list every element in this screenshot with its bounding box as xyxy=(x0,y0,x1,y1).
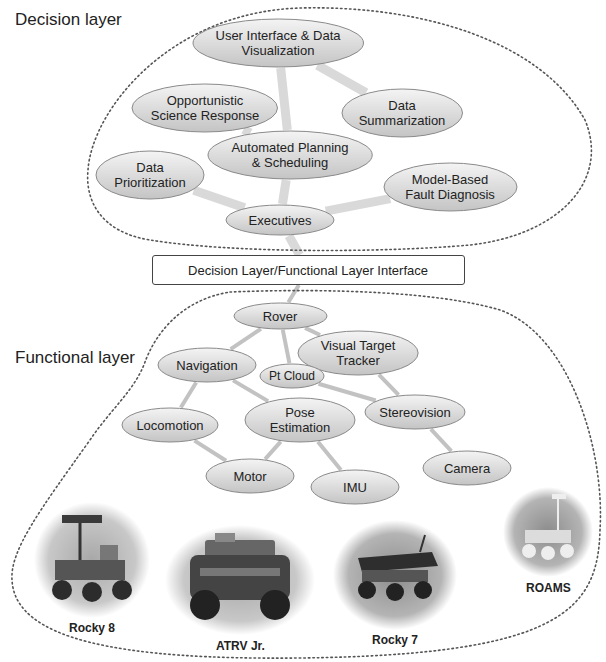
module-label: Model-Based Fault Diagnosis xyxy=(400,172,500,202)
robot-name: Rocky 7 xyxy=(370,633,420,647)
module-label: Rover xyxy=(263,309,298,324)
connector xyxy=(431,429,451,451)
module-ellipse: Camera xyxy=(422,450,512,486)
module-label: Visual Target Tracker xyxy=(316,338,401,368)
connector xyxy=(283,330,290,363)
layer-region: Decision layerUser Interface & Data Visu… xyxy=(10,3,602,257)
connector xyxy=(379,375,399,395)
module-label: Pt Cloud xyxy=(269,369,315,383)
connector xyxy=(318,442,341,470)
layer-region: Functional layer RoverNavigation Visual Ta… xyxy=(10,288,602,660)
module-ellipse: User Interface & Data Visualization xyxy=(192,18,365,68)
connector xyxy=(281,68,288,130)
module-ellipse: Opportunistic Science Response xyxy=(131,83,279,133)
connector xyxy=(194,190,245,208)
module-ellipse: Data Prioritization xyxy=(95,150,205,200)
module-ellipse: Pt Cloud xyxy=(259,363,325,389)
module-label: Automated Planning & Scheduling xyxy=(228,140,353,170)
rover-photo xyxy=(503,487,593,577)
connector xyxy=(289,236,300,255)
connector xyxy=(231,329,261,349)
interface-box: Decision Layer/Functional Layer Interfac… xyxy=(152,255,465,285)
connector xyxy=(305,328,320,335)
connector xyxy=(233,380,268,401)
module-label: Executives xyxy=(249,213,312,228)
module-ellipse: Data Summarization xyxy=(341,88,464,138)
module-label: User Interface & Data Visualization xyxy=(213,28,343,58)
rover-photo xyxy=(34,502,150,618)
robot-name: ATRV Jr. xyxy=(214,639,267,653)
module-label: Data Prioritization xyxy=(110,160,190,190)
connector xyxy=(181,383,196,408)
robot-name: Rocky 8 xyxy=(67,621,117,635)
module-label: Navigation xyxy=(176,358,237,373)
connector xyxy=(194,441,226,461)
connector xyxy=(288,285,298,302)
module-ellipse: Motor xyxy=(205,458,295,494)
connector xyxy=(326,199,390,212)
module-ellipse: Rover xyxy=(233,302,328,330)
module-label: IMU xyxy=(343,480,367,495)
connector xyxy=(318,384,375,401)
layer-heading: Decision layer xyxy=(15,10,122,30)
module-label: Pose Estimation xyxy=(265,405,335,435)
module-ellipse: Model-Based Fault Diagnosis xyxy=(383,162,518,212)
module-ellipse: Navigation xyxy=(157,347,257,383)
connector xyxy=(282,180,286,204)
module-label: Data Summarization xyxy=(357,98,447,128)
connector xyxy=(244,129,251,133)
module-label: Decision Layer/Functional Layer Interfac… xyxy=(188,263,428,278)
module-label: Camera xyxy=(444,461,490,476)
module-label: Opportunistic Science Response xyxy=(150,93,260,123)
module-ellipse: Stereovision xyxy=(364,394,466,430)
module-ellipse: Automated Planning & Scheduling xyxy=(207,130,373,180)
connector xyxy=(317,65,366,92)
module-ellipse: Pose Estimation xyxy=(244,397,356,443)
rover-photo xyxy=(165,525,315,635)
module-ellipse: Executives xyxy=(225,204,335,236)
rover-photo xyxy=(333,520,457,630)
robot-name: ROAMS xyxy=(524,581,573,595)
module-ellipse: IMU xyxy=(310,469,400,505)
layer-heading: Functional layer xyxy=(15,348,135,368)
module-label: Stereovision xyxy=(379,405,451,420)
module-label: Motor xyxy=(233,469,266,484)
module-label: Locomotion xyxy=(136,418,203,433)
connector xyxy=(265,442,281,459)
module-ellipse: Locomotion xyxy=(121,407,219,443)
